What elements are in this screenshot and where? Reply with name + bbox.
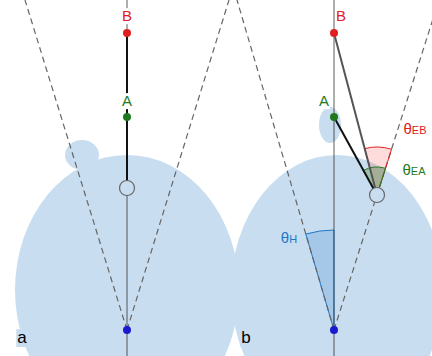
angle-label: θH [280,230,298,246]
angle-label: θEB [402,121,427,137]
panel-a [15,0,239,356]
panel-letter: b [240,329,251,347]
center-dot [330,326,338,334]
axis-line [334,0,335,356]
sight-line [126,33,128,188]
field-line [334,0,432,330]
field-line [127,0,229,330]
point-label: A [121,93,133,109]
point-label: B [121,8,133,24]
eye-circle [370,188,385,203]
point-dot [123,29,131,37]
field-line [25,0,127,330]
panel-b [231,0,432,356]
center-dot [123,326,131,334]
eye-circle [120,181,135,196]
point-label: B [335,8,347,24]
sight-line [334,33,377,195]
point-dot [330,29,338,37]
point-dot [123,113,131,121]
point-dot [330,113,338,121]
field-line [237,0,334,330]
sight-line [334,117,377,195]
head-shape [231,155,432,356]
point-label: A [318,93,330,109]
angle-label: θEA [401,162,426,178]
axis-line [127,0,128,356]
panel-letter: a [16,329,27,347]
